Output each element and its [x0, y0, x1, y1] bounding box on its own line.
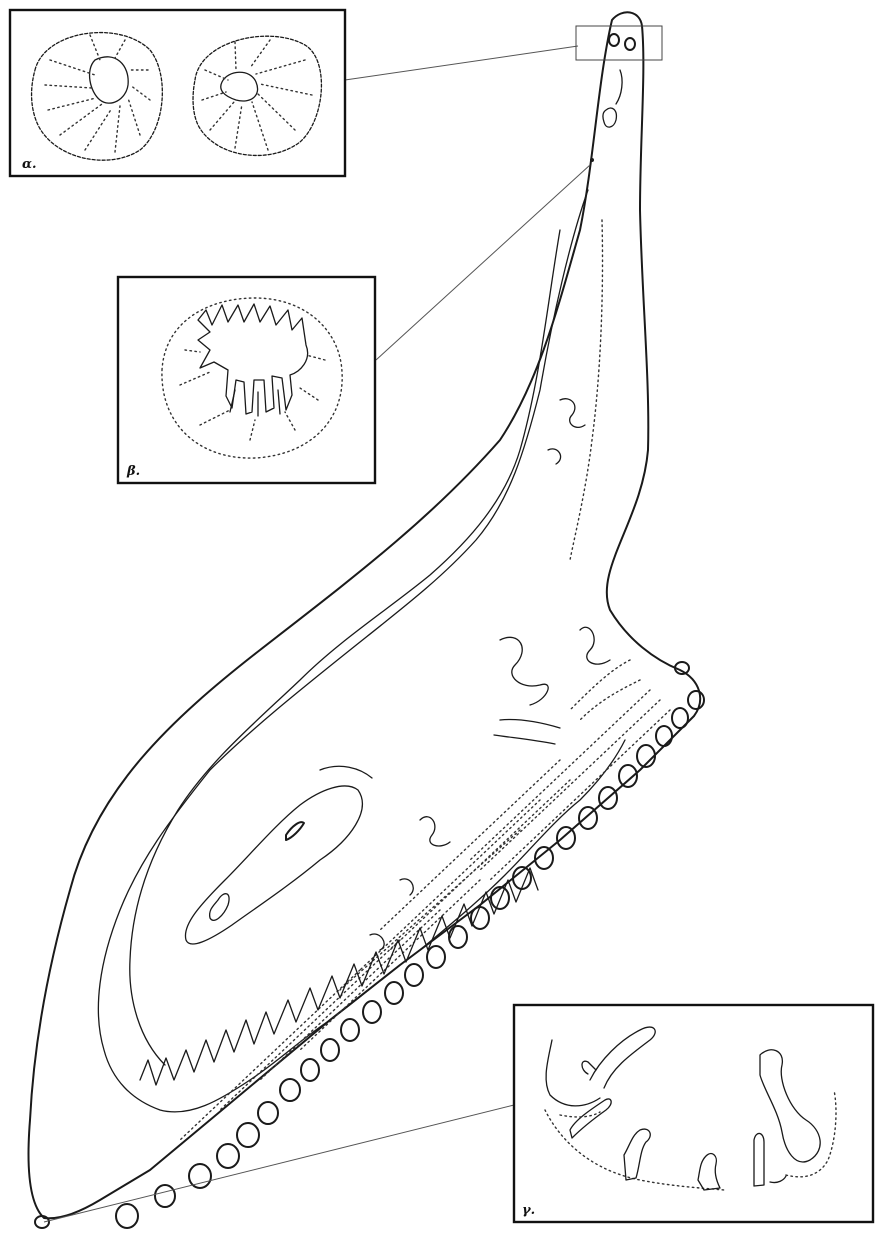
tissue-fragment-1: [499, 636, 549, 706]
leader-alpha: [344, 45, 579, 81]
alpha-section-left: [30, 31, 163, 161]
inset-alpha-label: α.: [22, 157, 37, 172]
inner-wall-left: [129, 229, 561, 1066]
tissue-dots-2: [469, 689, 671, 881]
inset-alpha: α.: [8, 8, 347, 178]
head-pore-left: [608, 33, 620, 47]
lower-projections: [139, 867, 539, 1086]
tissue-dots-4: [179, 879, 481, 1141]
alpha-section-right: [192, 35, 322, 157]
central-cavity: [184, 785, 363, 945]
gamma-section-left: [544, 1026, 726, 1191]
inset-gamma-label: γ.: [522, 1203, 535, 1218]
tissue-fragment-6: [559, 398, 586, 429]
leader-beta: [375, 164, 591, 361]
inset-beta: β.: [116, 275, 377, 485]
beta-section: [161, 297, 343, 459]
gamma-section-right: [753, 1049, 837, 1187]
small-lumen: [208, 893, 230, 921]
inner-cavity-outline: [97, 189, 626, 1113]
inset-beta-frame: [116, 275, 377, 485]
tissue-fragment-5: [369, 878, 414, 951]
tissue-fragment-3: [493, 718, 561, 745]
body-outline: [27, 11, 702, 1220]
tissue-fragment-7: [547, 448, 562, 465]
dark-streak: [285, 821, 305, 841]
anterior-lumen: [602, 107, 618, 128]
inset-gamma-frame: [512, 1003, 875, 1224]
anterior-dot: [590, 158, 594, 162]
tissue-dots-1: [569, 219, 604, 561]
tissue-dots-5: [569, 659, 641, 721]
head-pore-right: [624, 37, 636, 51]
leader-gamma: [43, 1104, 515, 1223]
marginal-cells: [34, 661, 705, 1229]
inset-beta-label: β.: [126, 464, 140, 479]
tissue-fragment-2: [579, 626, 611, 665]
inset-alpha-frame: [8, 8, 347, 178]
tissue-fragment-8: [319, 765, 373, 779]
anterior-canal: [615, 69, 623, 105]
tissue-fragment-4: [419, 816, 451, 847]
specimen-body: [27, 11, 705, 1229]
alpha-region-box: [575, 25, 663, 61]
inset-gamma: γ.: [512, 1003, 875, 1224]
